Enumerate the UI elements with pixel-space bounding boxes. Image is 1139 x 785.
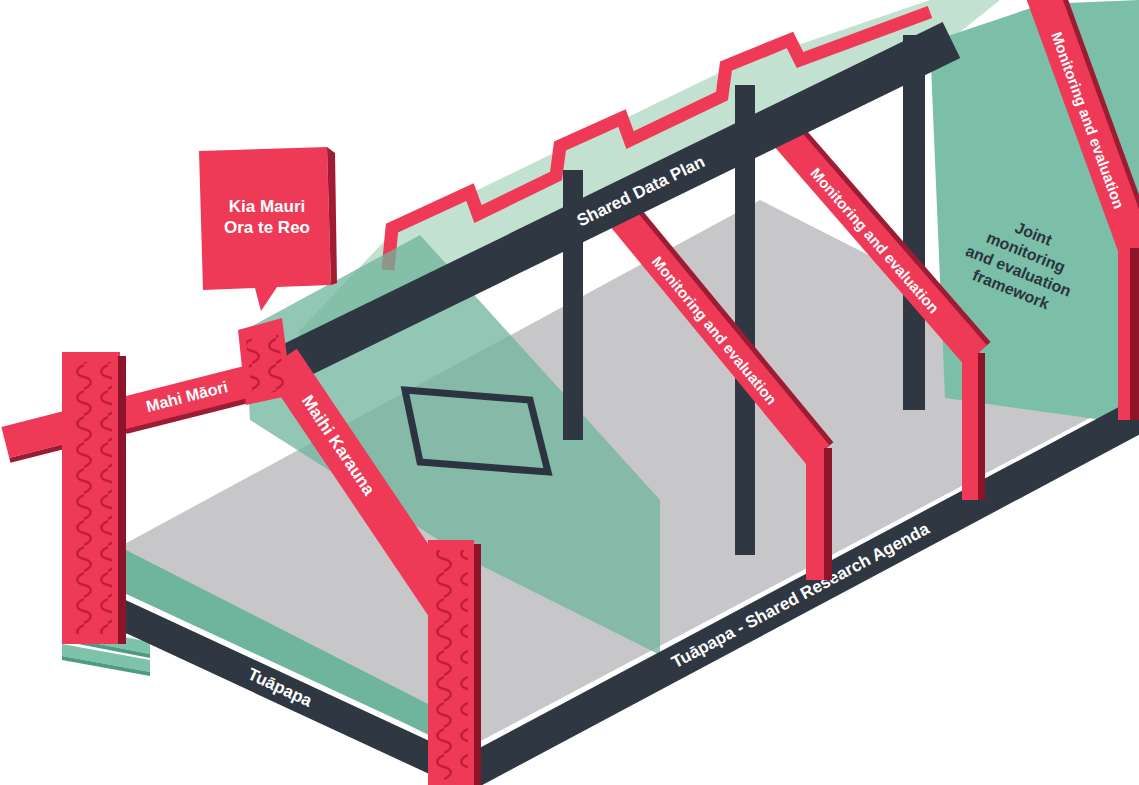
rafter-post [1118, 245, 1132, 420]
post-side [474, 544, 481, 785]
ridge-cap [238, 318, 292, 405]
carved-post [62, 352, 120, 644]
carving [434, 550, 468, 780]
outline-shape [199, 147, 331, 311]
inner-post [903, 35, 925, 410]
post-side [1130, 248, 1139, 420]
node-label: Tuāpapa [245, 664, 316, 711]
carving [70, 362, 112, 634]
bargeboard: Maihi Karauna [263, 349, 471, 631]
beam-end [1, 397, 128, 463]
step-edge [78, 640, 150, 658]
outline-shape [327, 147, 337, 285]
post-side [978, 353, 985, 500]
node-label: Monitoring and evaluation [649, 253, 781, 408]
node-label: Monitoring and evaluation [807, 164, 942, 316]
step-edge [62, 656, 150, 676]
carving [246, 332, 285, 396]
rafter-post [806, 445, 826, 580]
rafter-post [962, 350, 980, 500]
beam-side [9, 428, 128, 463]
node-label: Tuāpapa - Shared Research Agenda [668, 519, 933, 673]
window-frame [405, 390, 548, 472]
carved-post [428, 540, 474, 785]
foundation-beam: Tuāpapa [92, 589, 469, 785]
post-side [824, 448, 832, 580]
foundation-beam: Tuāpapa - Shared Research Agenda [454, 400, 1139, 785]
node-label: Mahi Māori [144, 377, 229, 415]
speech-bubble: Kia Mauri Ora te Reo [195, 145, 337, 313]
node-label: Kia Mauri Ora te Reo [217, 196, 317, 239]
post-side [118, 356, 126, 644]
rafter-beam: Monitoring and evaluation [600, 195, 829, 464]
outline-shape [930, 0, 1139, 425]
beam-label: Mahi Māori [118, 364, 256, 428]
node-label: Maihi Karauna [297, 392, 378, 500]
